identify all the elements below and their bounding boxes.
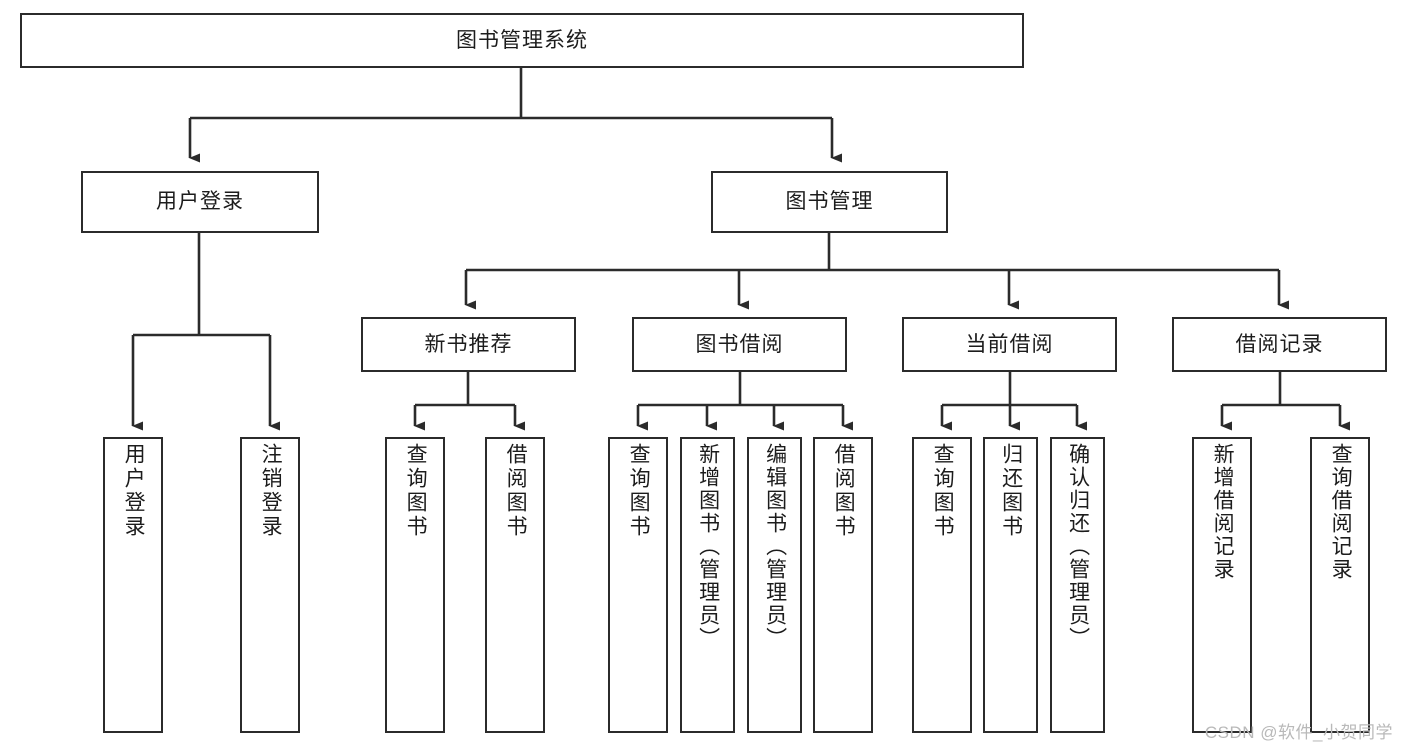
node-book-borrow-label: 图书借阅 (695, 332, 784, 356)
node-book-borrow[interactable]: 图书借阅 (632, 317, 847, 372)
node-leaf-edit-book-admin[interactable]: 编辑图书（管理员） (747, 437, 802, 733)
node-leaf-query-book-1-label: 查询图书 (404, 443, 428, 539)
node-current-borrow[interactable]: 当前借阅 (902, 317, 1117, 372)
node-leaf-borrow-book-1-label: 借阅图书 (504, 443, 528, 539)
node-book-manage-label: 图书管理 (785, 190, 874, 214)
node-new-book-recommend-label: 新书推荐 (424, 332, 513, 356)
node-leaf-confirm-return-admin[interactable]: 确认归还（管理员） (1050, 437, 1105, 733)
node-leaf-user-login-label: 用户登录 (122, 443, 146, 539)
node-leaf-borrow-book-1[interactable]: 借阅图书 (485, 437, 545, 733)
node-root[interactable]: 图书管理系统 (20, 13, 1024, 68)
node-leaf-query-book-2-label: 查询图书 (627, 443, 651, 539)
node-leaf-add-borrow-record-label: 新增借阅记录 (1211, 443, 1235, 581)
node-borrow-record-label: 借阅记录 (1235, 332, 1324, 356)
csdn-watermark: CSDN @软件_小贺同学 (1204, 723, 1393, 742)
node-leaf-borrow-book-2[interactable]: 借阅图书 (813, 437, 873, 733)
node-user-login[interactable]: 用户登录 (81, 171, 319, 233)
node-leaf-logout-login[interactable]: 注销登录 (240, 437, 300, 733)
node-leaf-query-borrow-record[interactable]: 查询借阅记录 (1310, 437, 1370, 733)
node-leaf-query-book-1[interactable]: 查询图书 (385, 437, 445, 733)
node-root-label: 图书管理系统 (456, 28, 588, 52)
node-leaf-query-borrow-record-label: 查询借阅记录 (1329, 443, 1353, 581)
node-leaf-edit-book-admin-label: 编辑图书（管理员） (763, 443, 787, 650)
node-leaf-return-book[interactable]: 归还图书 (983, 437, 1038, 733)
node-leaf-user-login[interactable]: 用户登录 (103, 437, 163, 733)
node-leaf-query-book-3[interactable]: 查询图书 (912, 437, 972, 733)
node-leaf-add-book-admin-label: 新增图书（管理员） (696, 443, 720, 650)
node-leaf-logout-login-label: 注销登录 (259, 443, 283, 539)
node-current-borrow-label: 当前借阅 (965, 332, 1054, 356)
node-book-manage[interactable]: 图书管理 (711, 171, 948, 233)
node-leaf-add-book-admin[interactable]: 新增图书（管理员） (680, 437, 735, 733)
node-leaf-query-book-2[interactable]: 查询图书 (608, 437, 668, 733)
node-leaf-query-book-3-label: 查询图书 (931, 443, 955, 539)
node-leaf-borrow-book-2-label: 借阅图书 (832, 443, 856, 539)
node-new-book-recommend[interactable]: 新书推荐 (361, 317, 576, 372)
node-leaf-return-book-label: 归还图书 (999, 443, 1023, 539)
node-leaf-add-borrow-record[interactable]: 新增借阅记录 (1192, 437, 1252, 733)
node-leaf-confirm-return-admin-label: 确认归还（管理员） (1066, 443, 1090, 650)
node-user-login-label: 用户登录 (156, 190, 244, 214)
node-borrow-record[interactable]: 借阅记录 (1172, 317, 1387, 372)
